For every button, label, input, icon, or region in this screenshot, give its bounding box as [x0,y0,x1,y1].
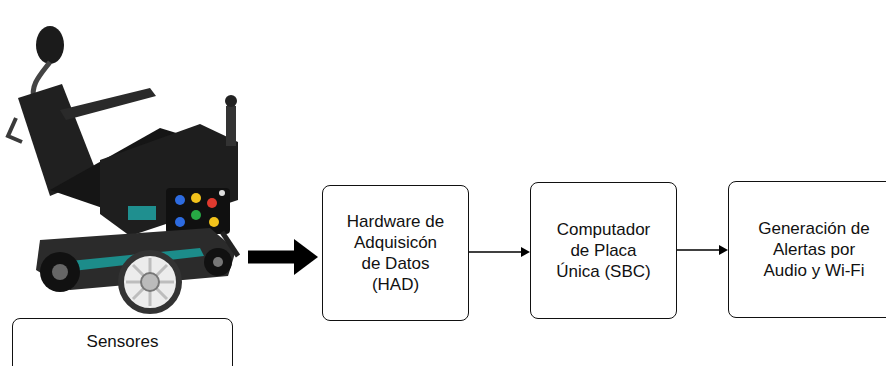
box-text: Sensores [87,331,159,352]
wheelchair-photo [8,26,238,311]
process-box: Hardware de Adquisicón de Datos (HAD) [322,185,469,321]
box-text: Computador de Placa Única (SBC) [553,219,655,282]
arrow-shaft [469,251,522,253]
flow-arrow [469,247,530,257]
sensor-label-box: Sensores [12,318,233,366]
arrow-shaft [677,249,720,251]
flow-arrow [677,245,728,255]
thick-arrow [248,239,318,275]
box-text: Generación de Alertas por Audio y Wi-Fi [755,218,873,281]
sensor-group: Sensores [8,0,242,366]
arrow-head [719,245,728,255]
process-box: Generación de Alertas por Audio y Wi-Fi [728,181,886,318]
box-text: Hardware de Adquisicón de Datos (HAD) [345,211,447,295]
arrow-shaft [248,251,295,264]
process-box: Computador de Placa Única (SBC) [530,182,677,319]
arrow-head [521,247,530,257]
arrow-head [294,239,318,275]
